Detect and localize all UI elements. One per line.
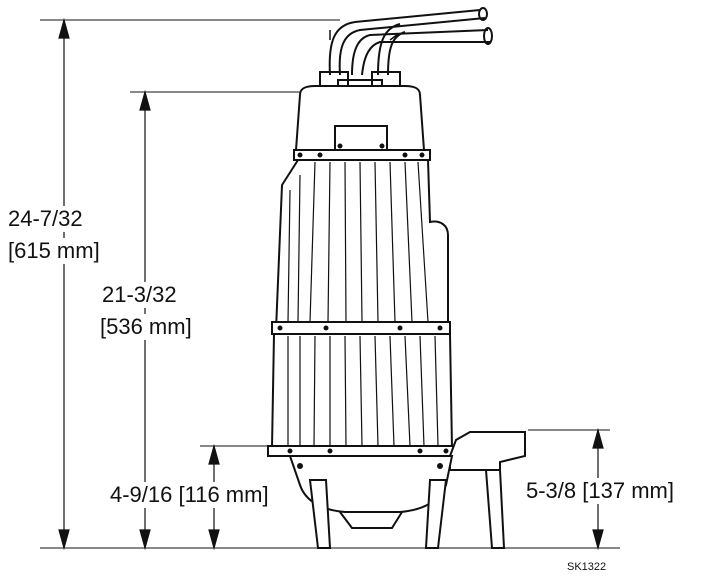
inlet-height-arrow-top (208, 443, 220, 465)
housing-ribs (287, 161, 439, 447)
leg-right (484, 469, 506, 549)
inlet-height-arrow-bottom (208, 529, 220, 551)
discharge-height-label: 5-3/8 [137 mm] (524, 478, 676, 504)
nameplate (334, 125, 388, 153)
pump-outline (267, 7, 526, 549)
overall-height-fraction: 24-7/32 (6, 206, 85, 232)
body-height-fraction: 21-3/32 (100, 282, 179, 308)
motor-cap (294, 85, 426, 151)
overall-height-metric: [615 mm] (6, 238, 102, 264)
body-height-arrow-top (139, 89, 151, 111)
discharge-elbow (449, 431, 526, 487)
middle-band (271, 321, 451, 335)
discharge-height-arrow-bottom (592, 529, 604, 551)
body-height-arrow-bottom (139, 529, 151, 551)
leg-middle (424, 479, 448, 549)
inlet-height-label: 4-9/16 [116 mm] (108, 482, 271, 508)
body-height-metric: [536 mm] (98, 314, 194, 340)
grinder-inlet (339, 511, 403, 529)
power-cables (328, 7, 493, 76)
overall-height-arrow-top (58, 17, 70, 39)
discharge-height-arrow-top (592, 427, 604, 449)
leg-left (308, 479, 332, 549)
upper-band (293, 149, 431, 161)
overall-height-arrow-bottom (58, 529, 70, 551)
drawing-code: SK1322 (567, 561, 607, 573)
bolts (277, 152, 449, 469)
volute-band (267, 445, 457, 457)
